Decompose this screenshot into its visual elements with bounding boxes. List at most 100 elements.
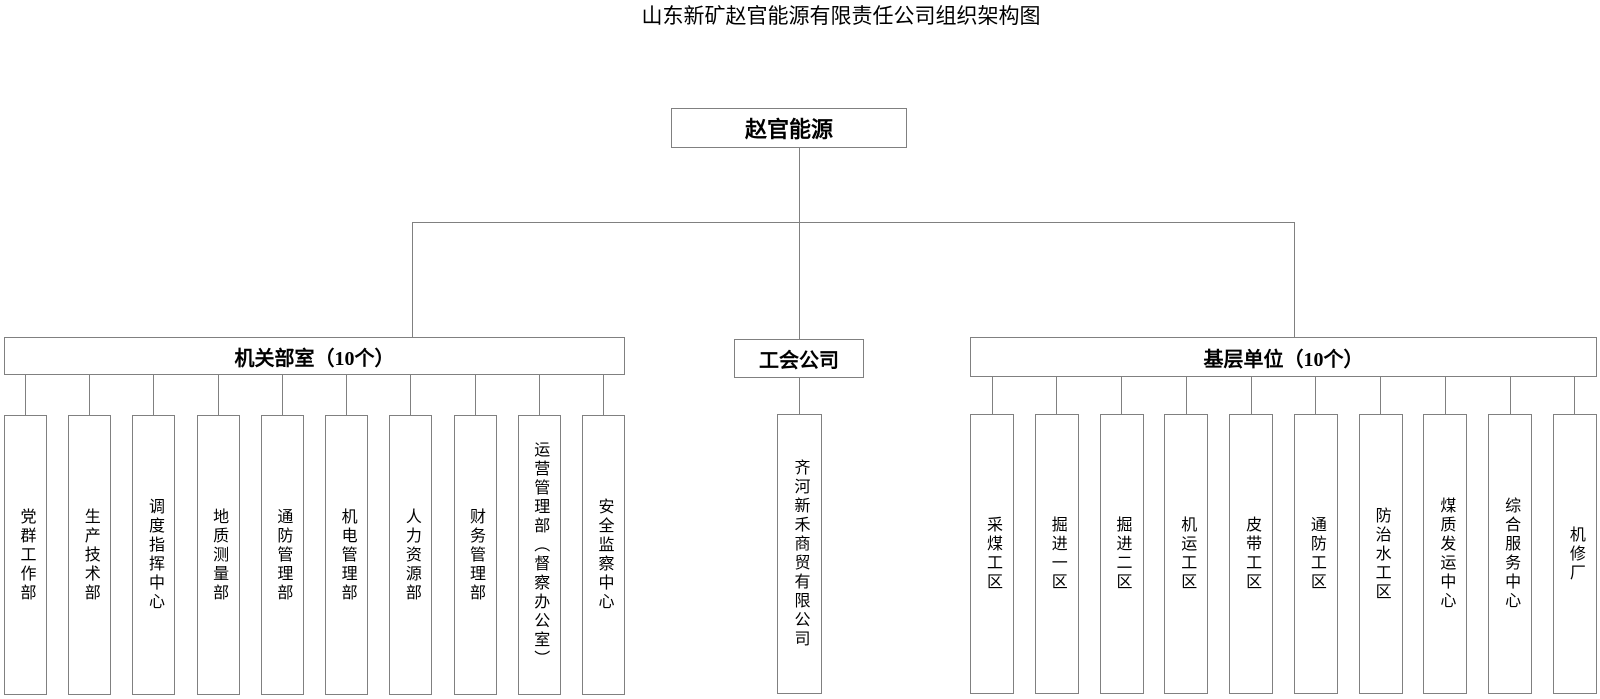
dept-box: 采煤工区 [970,414,1014,694]
dept-column: 皮带工区 [1229,377,1274,694]
dept-box: 生产技术部 [68,415,112,695]
connector-stub [474,375,476,415]
connector-stub [153,375,155,415]
dept-box: 党群工作部 [4,415,47,695]
connector-root-drop [799,148,800,222]
connector-stub [1056,377,1058,414]
connector-stub [602,375,604,415]
dept-column: 煤质发运中心 [1423,377,1468,694]
dept-column: 防治水工区 [1358,377,1403,694]
connector-stub [1574,377,1576,414]
connector-left-branch-drop [412,222,413,337]
page-title: 山东新矿赵官能源有限责任公司组织架构图 [641,5,1041,28]
dept-box-label: 皮带工区 [1243,516,1261,592]
dept-box: 煤质发运中心 [1423,414,1468,694]
dept-box: 机电管理部 [325,415,369,695]
dept-box: 齐河新禾商贸有限公司 [777,414,822,694]
dept-box-label: 党群工作部 [17,507,35,603]
dept-column: 人力资源部 [389,375,433,695]
dept-box-label: 采煤工区 [984,516,1001,592]
office-depts-group: 党群工作部 生产技术部 调度指挥中心 地质测量部 通防管理部 机电管理部 人力资… [4,375,625,695]
branch-header-base-units-label: 基层单位（10个） [1203,348,1364,371]
dept-box-label: 综合服务中心 [1502,497,1520,611]
connector-stub [346,375,348,415]
dept-column: 地质测量部 [196,375,240,695]
branch-header-base-units: 基层单位（10个） [970,337,1597,377]
connector-stub [1121,377,1123,414]
dept-column: 掘进一区 [1034,377,1079,694]
connector-stub [1509,377,1511,414]
connector-middle-branch-drop [799,222,800,339]
dept-box: 财务管理部 [453,415,497,695]
union-company-group: 齐河新禾商贸有限公司 [777,378,822,694]
dept-column: 机电管理部 [325,375,369,695]
dept-box: 通防工区 [1293,414,1338,694]
dept-box-label: 机电管理部 [338,507,356,603]
connector-stub [1380,377,1382,414]
dept-box: 掘进二区 [1099,414,1144,694]
dept-box-label: 地质测量部 [210,507,228,603]
dept-box-label: 通防工区 [1307,516,1325,592]
connector-stub [1185,377,1187,414]
dept-column: 机修厂 [1552,377,1597,694]
dept-box-label: 掘进一区 [1048,516,1066,592]
dept-box-label: 通防管理部 [274,507,292,603]
dept-column: 通防工区 [1293,377,1338,694]
dept-box: 掘进一区 [1034,414,1079,694]
base-units-group: 采煤工区 掘进一区 掘进二区 机运工区 皮带工区 通防工区 防治水工区 煤质发 [970,377,1597,694]
dept-column: 机运工区 [1164,377,1209,694]
branch-header-union-company-label: 工会公司 [759,350,839,372]
dept-box-label: 煤质发运中心 [1437,497,1455,611]
dept-box: 综合服务中心 [1488,414,1533,694]
dept-box-label: 机修厂 [1566,525,1584,583]
dept-column: 运营管理部（督察办公室） [517,375,561,695]
connector-stub [1250,377,1252,414]
connector-stub [538,375,540,415]
dept-box-label: 调度指挥中心 [145,498,163,612]
dept-column: 综合服务中心 [1488,377,1533,694]
dept-box: 调度指挥中心 [132,415,176,695]
connector-trunk-horizontal [412,222,1295,223]
dept-column: 采煤工区 [970,377,1014,694]
dept-box-label: 运营管理部（督察办公室） [531,441,549,669]
connector-stub [89,375,91,415]
branch-header-office-depts-label: 机关部室（10个） [234,347,395,370]
dept-column: 安全监察中心 [581,375,625,695]
dept-box: 安全监察中心 [581,415,625,695]
connector-stub [410,375,412,415]
dept-box: 防治水工区 [1358,414,1403,694]
connector-stub [1444,377,1446,414]
dept-column: 调度指挥中心 [132,375,176,695]
dept-box-label: 机运工区 [1178,516,1196,592]
dept-column: 齐河新禾商贸有限公司 [777,378,822,694]
connector-stub [991,377,993,414]
branch-header-office-depts: 机关部室（10个） [4,337,625,375]
dept-box: 皮带工区 [1229,414,1274,694]
connector-stub [25,375,26,415]
dept-box-label: 生产技术部 [81,507,99,603]
connector-stub [281,375,283,415]
dept-column: 通防管理部 [260,375,304,695]
branch-header-union-company: 工会公司 [734,339,864,378]
dept-box: 人力资源部 [389,415,433,695]
dept-column: 生产技术部 [68,375,112,695]
dept-column: 掘进二区 [1099,377,1144,694]
connector-stub [217,375,219,415]
dept-box-label: 安全监察中心 [595,498,613,612]
dept-box-label: 财务管理部 [467,507,485,603]
root-node: 赵官能源 [671,108,907,148]
connector-stub [1315,377,1317,414]
dept-box-label: 掘进二区 [1113,516,1131,592]
root-node-label: 赵官能源 [744,117,833,142]
dept-box: 机修厂 [1552,414,1597,694]
dept-box: 机运工区 [1164,414,1209,694]
dept-box: 通防管理部 [260,415,304,695]
dept-column: 财务管理部 [453,375,497,695]
connector-stub [799,378,800,414]
dept-box-label: 齐河新禾商贸有限公司 [791,459,809,649]
dept-box-label: 防治水工区 [1372,506,1390,602]
connector-right-branch-drop [1294,222,1295,337]
dept-box-label: 人力资源部 [402,507,420,603]
dept-box: 地质测量部 [196,415,240,695]
